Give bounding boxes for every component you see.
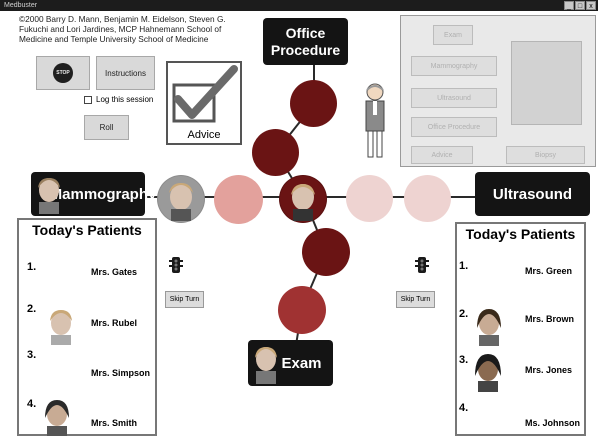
skip-turn-button-right[interactable]: Skip Turn (396, 291, 435, 308)
control-panel: Exam Mammography Ultrasound Office Proce… (400, 15, 596, 167)
station-mammography[interactable]: Mammography (31, 172, 156, 216)
patient-number: 2. (27, 303, 37, 315)
advice-button[interactable]: Advice (411, 146, 473, 164)
panel-title: Today's Patients (32, 222, 142, 238)
log-session-checkbox[interactable] (84, 95, 92, 104)
traffic-light-icon (415, 257, 429, 273)
patient-number: 2. (459, 308, 469, 320)
station-mammography-label: Mammography (49, 185, 157, 203)
patient-portrait-icon (38, 178, 60, 214)
patient-portrait-icon (477, 309, 501, 346)
close-button[interactable]: x (586, 1, 596, 10)
station-office-procedure[interactable]: Office Procedure (263, 18, 348, 65)
track-space[interactable] (346, 175, 393, 222)
exam-button[interactable]: Exam (433, 25, 473, 45)
patient-name[interactable]: Mrs. Jones (525, 365, 573, 375)
patient-number: 1. (459, 260, 469, 272)
log-session-label: Log this session (96, 95, 154, 104)
track-space[interactable] (278, 286, 326, 334)
patient-portrait-icon (280, 176, 326, 222)
biopsy-button[interactable]: Biopsy (506, 146, 585, 164)
minimize-button[interactable]: _ (564, 1, 574, 10)
window-title: Medbuster (4, 2, 38, 9)
station-ultrasound[interactable]: Ultrasound (475, 172, 590, 216)
track-space[interactable] (302, 228, 350, 276)
patient-portrait-icon (158, 176, 204, 222)
patient-name[interactable]: Mrs. Brown (525, 314, 575, 324)
copyright-text: ©2000 Barry D. Mann, Benjamin M. Eidelso… (19, 14, 226, 44)
station-exam[interactable]: Exam (248, 340, 333, 386)
patient-number: 3. (459, 354, 469, 366)
patient-token[interactable] (279, 175, 327, 223)
stop-icon: STOP (53, 63, 73, 83)
patient-portrait-icon (475, 354, 501, 392)
doctor-icon (365, 83, 385, 158)
instructions-button[interactable]: Instructions (96, 56, 155, 90)
track-space[interactable] (404, 175, 451, 222)
patient-name[interactable]: Mrs. Rubel (91, 318, 138, 328)
stop-button[interactable]: STOP (36, 56, 90, 90)
track-space[interactable] (214, 175, 263, 224)
right-patients-panel: Today's Patients 1. Mrs. Green 2. Mrs. B… (455, 222, 586, 436)
panel-title: Today's Patients (465, 226, 576, 242)
advice-label: Advice (187, 129, 221, 141)
preview-area (511, 41, 582, 125)
checkmark-icon (172, 65, 238, 123)
roll-button[interactable]: Roll (84, 115, 129, 140)
traffic-light-icon (169, 257, 183, 273)
advice-card[interactable]: Advice (166, 61, 242, 145)
patient-portrait-icon (255, 347, 277, 384)
patient-token[interactable] (157, 175, 205, 223)
office-procedure-button[interactable]: Office Procedure (411, 117, 497, 137)
track-space[interactable] (252, 129, 299, 176)
patient-number: 1. (27, 261, 37, 273)
maximize-button[interactable]: □ (575, 1, 585, 10)
patient-name[interactable]: Mrs. Simpson (91, 368, 151, 378)
patient-name[interactable]: Mrs. Smith (91, 418, 138, 428)
patient-name[interactable]: Mrs. Gates (91, 267, 138, 277)
patient-number: 4. (27, 398, 37, 410)
window-titlebar: Medbuster _ □ x (0, 0, 598, 11)
stop-icon-label: STOP (56, 70, 70, 76)
patient-portrait-icon (50, 310, 72, 345)
patient-number: 3. (27, 349, 37, 361)
ultrasound-button[interactable]: Ultrasound (411, 88, 497, 108)
patient-name[interactable]: Mrs. Green (525, 266, 573, 276)
station-exam-label: Exam (281, 354, 322, 372)
patient-name[interactable]: Ms. Johnson (525, 418, 581, 428)
patient-number: 4. (459, 402, 469, 414)
mammography-button[interactable]: Mammography (411, 56, 497, 76)
log-session-row[interactable]: Log this session (84, 95, 153, 104)
patient-portrait-icon (45, 400, 69, 436)
track-space[interactable] (290, 80, 337, 127)
skip-turn-button-left[interactable]: Skip Turn (165, 291, 204, 308)
left-patients-panel: Today's Patients 1. Mrs. Gates 2. Mrs. R… (17, 218, 157, 436)
